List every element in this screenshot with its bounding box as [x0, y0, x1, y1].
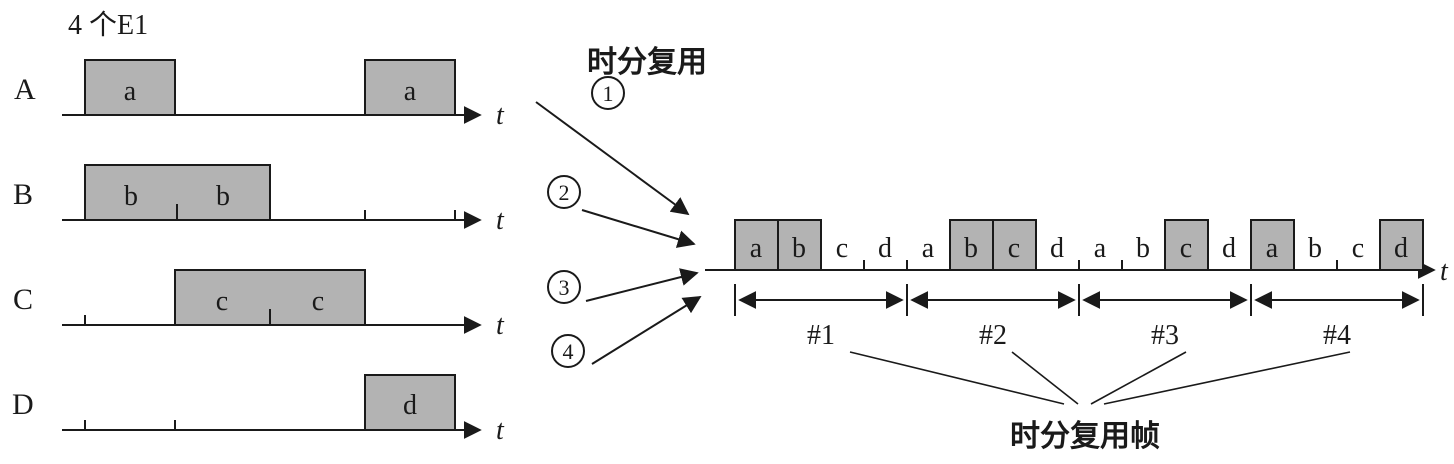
step-2-circle-icon: [547, 175, 581, 209]
channel-A-label: A: [14, 73, 36, 106]
left-channels: 4 个E1 A t a a B t b b C: [12, 10, 505, 446]
mux-arrow-2: [581, 209, 696, 248]
step-1-number: 1: [603, 81, 614, 106]
step-4-circle-icon: [551, 334, 585, 368]
step-1-circle-icon: [591, 76, 625, 110]
svg-text:b: b: [1308, 233, 1322, 264]
slot-f4-a: a: [1250, 219, 1295, 271]
step-3-circle-icon: [547, 270, 581, 304]
slot-f3-c: c: [1164, 219, 1209, 271]
channel-D: D t d: [12, 374, 505, 446]
channel-A-time-label: t: [496, 100, 505, 131]
mux-title: 时分复用: [587, 46, 707, 79]
svg-text:c: c: [1008, 233, 1020, 264]
channel-B: B t b b: [13, 164, 505, 236]
slot-f2-c: c: [992, 219, 1037, 271]
channel-B-ticks: [364, 210, 456, 220]
slot-f4-b: b: [1308, 233, 1322, 264]
frame-3-id: #3: [1151, 320, 1179, 351]
svg-text:d: d: [1050, 233, 1064, 264]
frame-4-id: #4: [1323, 320, 1351, 351]
output-time-label: t: [1440, 256, 1449, 287]
channel-D-ticks: [84, 420, 176, 430]
slot-f3-d: d: [1222, 233, 1236, 264]
slot-f1-a: a: [734, 219, 779, 271]
slot-f1-c: c: [836, 233, 848, 264]
slot-f2-a: a: [922, 233, 935, 264]
svg-text:c: c: [1180, 233, 1192, 264]
svg-text:a: a: [1094, 233, 1107, 264]
frame-1-id: #1: [807, 320, 835, 351]
channel-C-time-label: t: [496, 310, 505, 341]
frame-ids: #1 #2 #3 #4: [807, 320, 1351, 351]
channel-B-pulse-1-label: b: [124, 181, 138, 212]
channel-D-pulse-label: d: [403, 390, 417, 421]
channel-C: C t c c: [13, 269, 505, 341]
channel-D-pulse: [364, 374, 456, 431]
channel-B-label: B: [13, 178, 33, 211]
svg-text:b: b: [964, 233, 978, 264]
frame-label-pointers: [849, 351, 1351, 405]
mux-arrow-1: [535, 101, 690, 216]
slot-f2-b: b: [949, 219, 994, 271]
mux-arrow-3: [585, 268, 699, 302]
mux-step-4: 4: [551, 296, 702, 368]
svg-text:a: a: [922, 233, 935, 264]
mux-arrow-4: [591, 296, 702, 365]
svg-text:b: b: [792, 233, 806, 264]
mux-step-3: 3: [547, 268, 699, 304]
channel-A-pulse-1: [84, 59, 176, 116]
step-3-number: 3: [559, 275, 570, 300]
svg-text:d: d: [1394, 233, 1408, 264]
mux-section: 时分复用 1 2 3 4: [535, 46, 707, 368]
left-title: 4 个E1: [68, 10, 148, 41]
channel-A-pulse-2: [364, 59, 456, 116]
svg-text:d: d: [878, 233, 892, 264]
channel-D-label: D: [12, 388, 34, 421]
channel-B-pulse-2-label: b: [216, 181, 230, 212]
svg-text:a: a: [750, 233, 763, 264]
svg-text:c: c: [836, 233, 848, 264]
output-section: t a b: [705, 219, 1449, 453]
channel-C-pulse-1-label: c: [216, 286, 228, 317]
frame-measures: [734, 284, 1424, 316]
channel-B-time-label: t: [496, 205, 505, 236]
step-2-number: 2: [559, 180, 570, 205]
svg-text:d: d: [1222, 233, 1236, 264]
channel-D-time-label: t: [496, 415, 505, 446]
svg-text:b: b: [1136, 233, 1150, 264]
mux-step-1: 1: [535, 76, 690, 216]
slot-f2-d: d: [1050, 233, 1064, 264]
slot-f3-b: b: [1136, 233, 1150, 264]
channel-C-pulse-2-label: c: [312, 286, 324, 317]
slot-f4-c: c: [1352, 233, 1364, 264]
slot-f1-d: d: [878, 233, 892, 264]
svg-text:c: c: [1352, 233, 1364, 264]
channel-A-pulse-2-label: a: [404, 76, 417, 107]
channel-A-pulse-1-label: a: [124, 76, 137, 107]
slot-f1-b: b: [777, 219, 822, 271]
slot-f3-a: a: [1094, 233, 1107, 264]
frame-2-id: #2: [979, 320, 1007, 351]
channel-C-label: C: [13, 283, 33, 316]
slot-f4-d: d: [1379, 219, 1424, 271]
svg-text:a: a: [1266, 233, 1279, 264]
channel-A: A t a a: [14, 59, 505, 131]
step-4-number: 4: [563, 339, 574, 364]
mux-step-2: 2: [547, 175, 696, 248]
frame-label: 时分复用帧: [1010, 420, 1160, 453]
